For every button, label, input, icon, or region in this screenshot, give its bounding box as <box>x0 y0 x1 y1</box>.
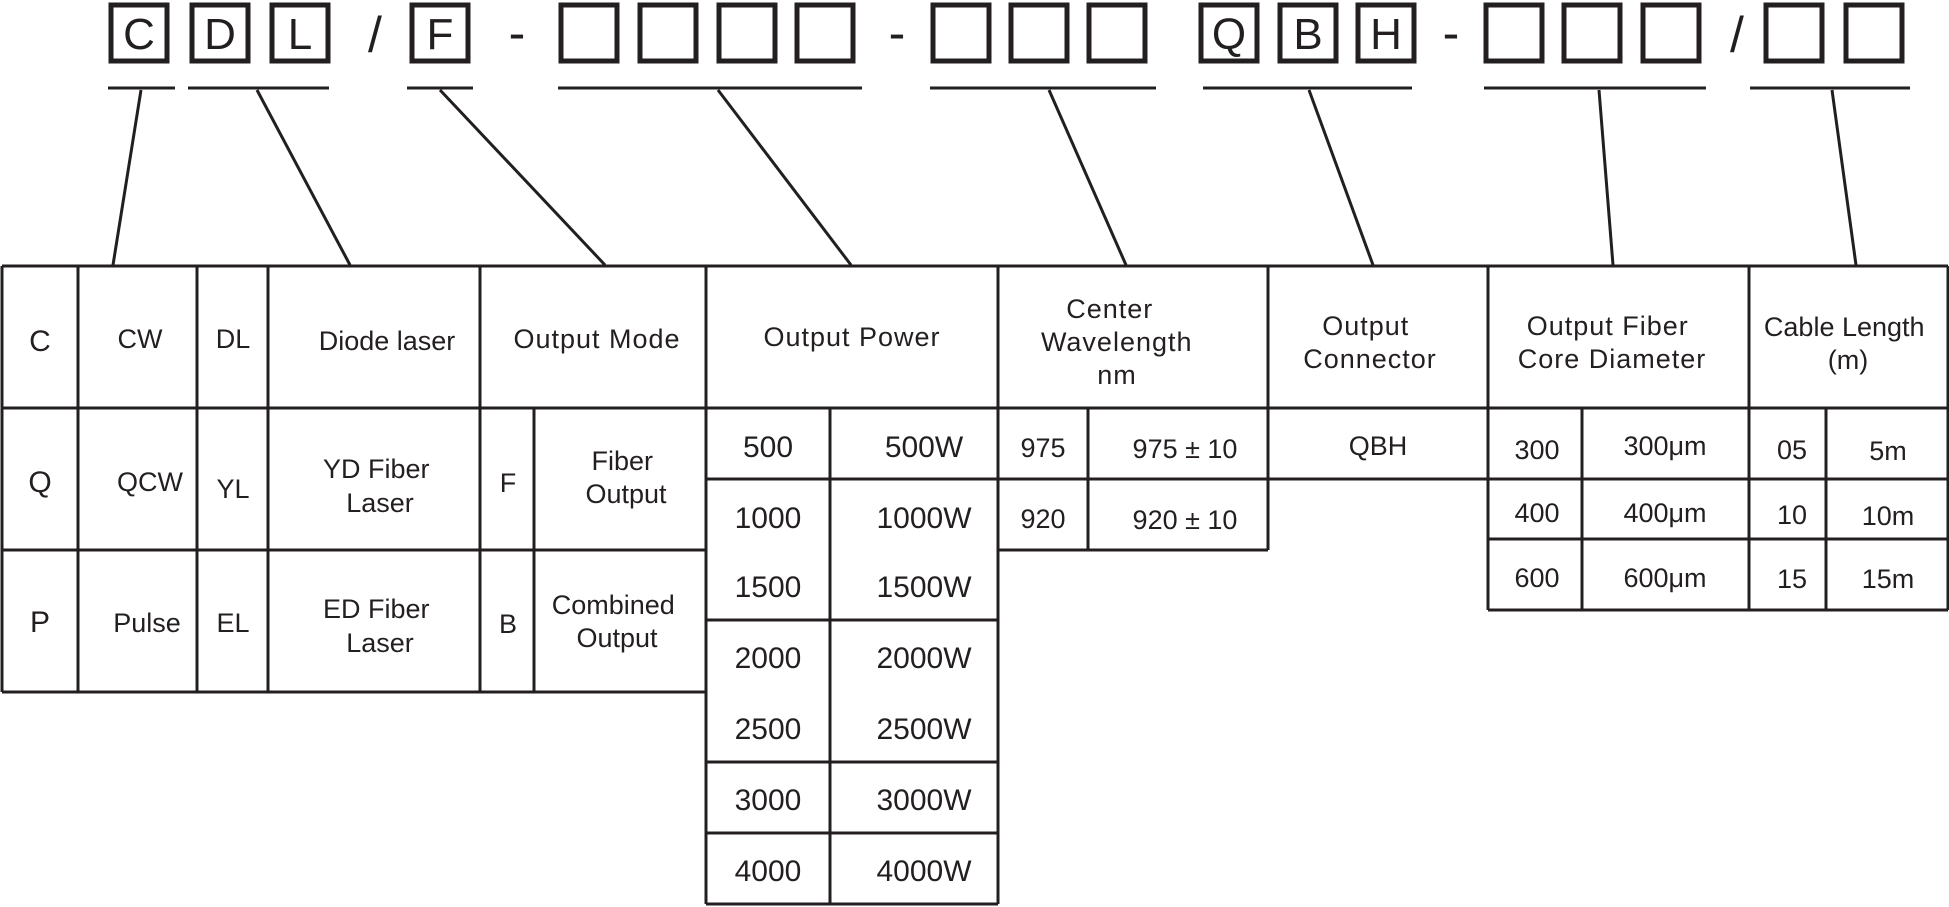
laser-type-name: YD Fiber Laser <box>323 454 437 518</box>
laser-type-code: EL <box>216 608 249 638</box>
power-code: 4000 <box>735 855 802 888</box>
fiber-core-value: 400μm <box>1623 498 1706 528</box>
output-mode-name: Combined Output <box>552 590 683 653</box>
center-wavelength-header-line: Center <box>1066 294 1153 324</box>
code-box-char: B <box>1293 10 1322 59</box>
fiber-core-rows: 300 300μm 400 400μm 600 600μm <box>1514 431 1706 593</box>
fiber-core-code: 400 <box>1514 498 1559 528</box>
power-value: 4000W <box>876 855 972 888</box>
code-box-char: H <box>1370 10 1402 59</box>
power-value: 2500W <box>876 713 972 746</box>
code-box-char: Q <box>1212 10 1246 59</box>
output-mode-header: Output Mode <box>513 324 680 354</box>
cable-length-rows: 05 5m 10 10m 15 15m <box>1777 435 1914 594</box>
cable-length-code: 05 <box>1777 435 1807 465</box>
power-code: 2000 <box>735 642 802 675</box>
spec-rows: Q QCW YL YD Fiber Laser F Fiber Output P… <box>28 446 683 658</box>
cable-length-code: 10 <box>1777 500 1807 530</box>
wavelength-code: 920 <box>1020 504 1065 534</box>
output-connector-header: Output Connector <box>1303 311 1437 374</box>
code-box-char: L <box>288 10 312 59</box>
power-value: 3000W <box>876 784 972 817</box>
separator-dash: - <box>889 5 906 61</box>
laser-type-code: YL <box>216 474 249 504</box>
output-mode-code: B <box>499 609 517 639</box>
power-value: 1000W <box>876 502 972 535</box>
cable-length-header-line: Cable Length <box>1764 312 1925 342</box>
wavelength-rows: 975 975 ± 10 920 920 ± 10 <box>1020 433 1237 535</box>
cable-length-header-line: (m) <box>1828 345 1868 375</box>
power-value: 1500W <box>876 571 972 604</box>
wavelength-value: 920 ± 10 <box>1133 505 1238 535</box>
separator-dash: - <box>509 5 526 61</box>
code-box-char: F <box>427 10 454 59</box>
connector-value: QBH <box>1349 431 1408 461</box>
center-wavelength-header: Center Wavelength nm <box>1041 294 1201 390</box>
power-value: 2000W <box>876 642 972 675</box>
code-box-char: D <box>204 10 236 59</box>
center-wavelength-header-line: nm <box>1097 360 1137 390</box>
fiber-core-code: 600 <box>1514 563 1559 593</box>
power-code: 1000 <box>735 502 802 535</box>
fiber-core-code: 300 <box>1514 435 1559 465</box>
leader-lines <box>111 88 1858 267</box>
power-code: 500 <box>743 431 793 464</box>
operation-name: Pulse <box>113 608 181 638</box>
wavelength-code: 975 <box>1020 433 1065 463</box>
output-connector-header-line: Connector <box>1303 344 1437 374</box>
table-grid <box>0 264 1949 906</box>
operation-code: P <box>30 606 50 639</box>
laser-type-name: ED Fiber Laser <box>323 594 437 658</box>
cable-length-value: 10m <box>1862 501 1915 531</box>
laser-type-code: DL <box>216 324 251 354</box>
fiber-core-value: 600μm <box>1623 563 1706 593</box>
output-power-header: Output Power <box>763 322 940 352</box>
fiber-core-header-line: Output Fiber <box>1527 311 1689 341</box>
fiber-core-value: 300μm <box>1623 431 1706 461</box>
code-box-char: C <box>123 10 155 59</box>
operation-name: QCW <box>117 467 184 497</box>
separator-slash: / <box>1730 7 1744 63</box>
header-row: C CW DL Diode laser Output Mode Output P… <box>29 294 1932 390</box>
wavelength-value: 975 ± 10 <box>1133 434 1238 464</box>
operation-name: CW <box>118 324 163 354</box>
separator-dash: - <box>1443 5 1460 61</box>
power-value: 500W <box>885 431 964 464</box>
output-connector-header-line: Output <box>1322 311 1409 341</box>
power-code: 3000 <box>735 784 802 817</box>
operation-code: Q <box>28 466 51 499</box>
cable-length-value: 15m <box>1862 564 1915 594</box>
cable-length-header: Cable Length (m) <box>1764 312 1932 375</box>
power-code: 2500 <box>735 713 802 746</box>
fiber-core-header: Output Fiber Core Diameter <box>1518 311 1707 374</box>
code-box-row: C D L / F - - Q B H - / <box>108 2 1905 64</box>
cable-length-code: 15 <box>1777 564 1807 594</box>
output-power-rows: 500 500W 1000 1000W 1500 1500W 2000 2000… <box>735 431 973 888</box>
laser-type-name: Diode laser <box>319 326 456 356</box>
output-mode-code: F <box>500 468 517 498</box>
operation-code: C <box>29 325 51 358</box>
center-wavelength-header-line: Wavelength <box>1041 327 1193 357</box>
fiber-core-header-line: Core Diameter <box>1518 344 1707 374</box>
separator-slash: / <box>368 7 382 63</box>
output-mode-name: Fiber Output <box>585 446 667 509</box>
cable-length-value: 5m <box>1869 436 1907 466</box>
power-code: 1500 <box>735 571 802 604</box>
